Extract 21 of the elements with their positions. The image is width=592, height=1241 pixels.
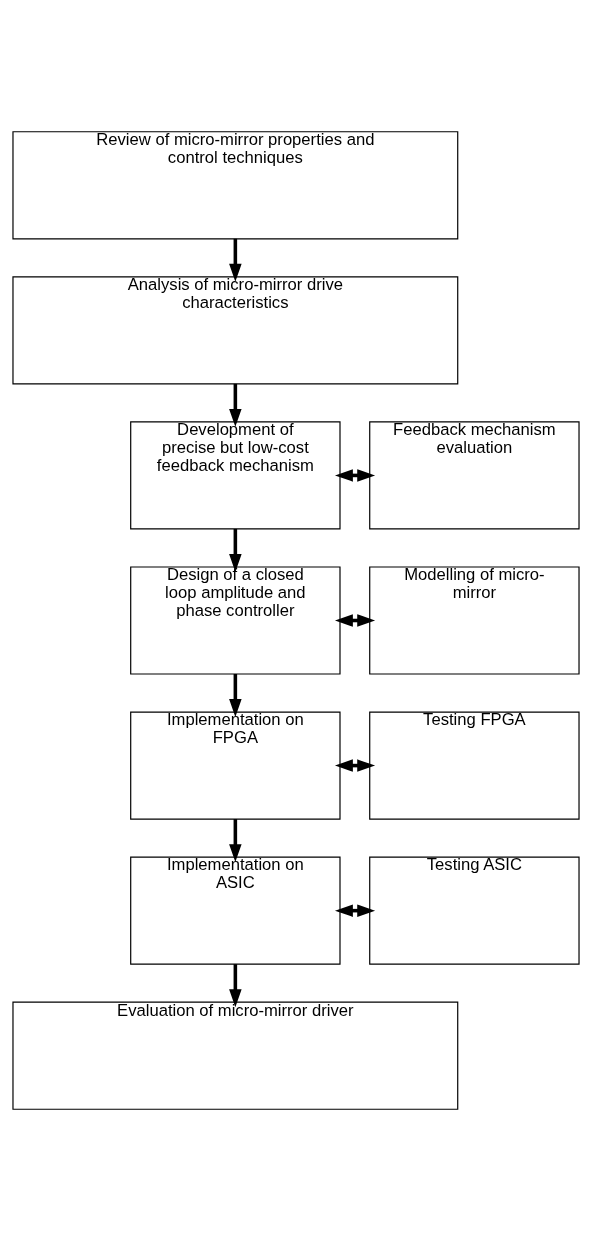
node-box: Testing ASIC xyxy=(369,856,580,965)
node-box: Modelling of micro-mirror xyxy=(369,566,580,675)
arrow xyxy=(335,759,376,772)
node-box: Implementation on ASIC xyxy=(130,856,341,965)
arrow xyxy=(229,674,242,717)
arrow xyxy=(229,528,242,572)
arrow xyxy=(335,904,376,917)
arrow xyxy=(229,964,242,1008)
arrow xyxy=(229,238,242,282)
node-box: Development of precise but low-cost feedback mechanism xyxy=(130,421,341,530)
node-box: Implementation on FPGA xyxy=(130,711,341,820)
arrow xyxy=(229,383,242,427)
node-box: Analysis of micro-mirror drive characteristics xyxy=(12,276,459,385)
arrow xyxy=(229,819,242,863)
node-box: Evaluation of micro-mirror driver xyxy=(12,1001,459,1110)
arrow xyxy=(335,614,376,627)
node-box: Feedback mechanism evaluation xyxy=(369,421,580,530)
node-box: Testing FPGA xyxy=(369,711,580,820)
node-box: Design of a closed loop amplitude and phase controller xyxy=(130,566,341,675)
arrow xyxy=(335,469,376,482)
node-box: Review of micro-mirror properties and control techniques xyxy=(12,131,459,240)
